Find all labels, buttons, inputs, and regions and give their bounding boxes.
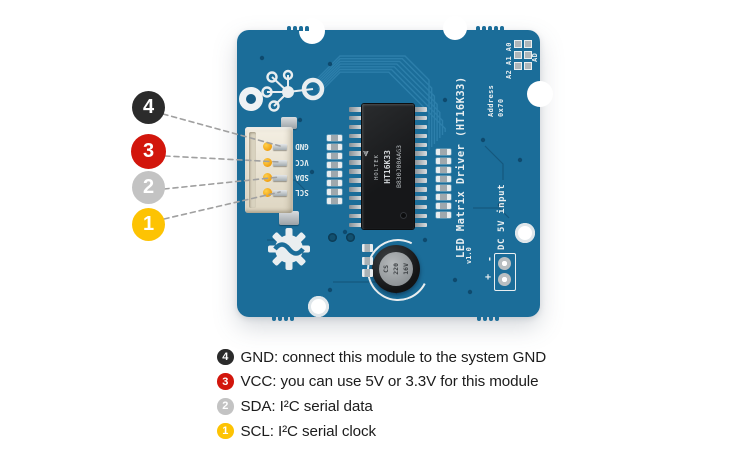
address-jumper-pads — [514, 40, 532, 70]
leader-line-vcc — [164, 155, 281, 163]
pin-dot-sda — [263, 173, 272, 182]
legend-row-vcc: 3 VCC: you can use 5V or 3.3V for this m… — [217, 373, 546, 391]
molecule-logo-icon — [261, 69, 325, 112]
via-pad — [346, 233, 355, 242]
callout-circle-sda: 2 — [132, 171, 165, 204]
connector-slot — [249, 132, 256, 208]
legend-row-gnd: 4 GND: connect this module to the system… — [217, 348, 546, 366]
legend-row-scl: 1 SCL: I²C serial clock — [217, 422, 546, 440]
legend-text-vcc: VCC: you can use 5V or 3.3V for this mod… — [240, 373, 539, 391]
mounting-hole-bottom — [308, 296, 329, 317]
jumper-a2 — [514, 62, 532, 70]
leader-line-sda — [163, 176, 281, 190]
pin-dot-scl — [263, 188, 272, 197]
legend-row-sda: 2 SDA: I²C serial data — [217, 397, 546, 415]
chip-pin1-dot — [400, 212, 407, 219]
legend-badge-scl: 1 — [217, 422, 234, 440]
mounting-notch-top-left — [299, 18, 325, 44]
capacitor-top: CS 220 16V — [379, 252, 413, 286]
callout-circle-vcc: 3 — [131, 134, 166, 169]
castellation-bottom-left — [272, 316, 294, 321]
legend-badge-vcc: 3 — [217, 373, 234, 390]
pcb-traces-graphic — [255, 55, 523, 295]
connector-clip-top — [281, 117, 297, 129]
legend-text-gnd: GND: connect this module to the system G… — [240, 348, 547, 366]
connector-clip-bottom — [279, 211, 299, 225]
gear-logo-icon — [268, 228, 310, 270]
callout-circle-scl: 1 — [132, 208, 165, 241]
dc-pad-plus — [498, 273, 511, 286]
ht16k33-chip: HOLTEK HT16K33 B830J00AAG3 — [362, 104, 414, 229]
mounting-notch-top-right — [443, 16, 467, 40]
legend-badge-sda: 2 — [217, 398, 234, 415]
mounting-hole-right-lower — [515, 223, 535, 243]
pin-legend: 4 GND: connect this module to the system… — [217, 348, 546, 447]
via-pad — [328, 233, 337, 242]
pin-dot-vcc — [263, 158, 272, 167]
power-plus-sign: + — [485, 272, 492, 283]
connector-pin-sda — [263, 173, 287, 182]
mounting-ring-left — [239, 87, 263, 111]
chip-pins-right — [414, 107, 427, 228]
leader-line-gnd — [162, 113, 281, 147]
electrolytic-capacitor: CS 220 16V — [372, 245, 420, 293]
leader-line-scl — [163, 191, 281, 220]
connector-pin-vcc — [263, 158, 287, 167]
jumper-a1 — [514, 51, 532, 59]
chip-pins-left — [349, 107, 362, 228]
dc-input-pads — [494, 253, 516, 291]
resistor-bank-left — [327, 135, 342, 204]
castellation-top-right — [476, 26, 504, 31]
legend-text-sda: SDA: I²C serial data — [240, 397, 373, 415]
mounting-notch-right — [527, 81, 553, 107]
castellation-top-left — [287, 26, 309, 31]
resistor-bank-right — [436, 149, 451, 218]
legend-text-scl: SCL: I²C serial clock — [240, 422, 377, 440]
pin-dot-gnd — [263, 142, 272, 151]
pcb-board: GND VCC SDA SCL HOLTEK HT16K33 B830J00AA… — [237, 16, 553, 321]
dc-pad-minus — [498, 257, 511, 270]
smd-components — [362, 244, 373, 277]
jumper-a0 — [514, 40, 532, 48]
castellation-bottom-right — [477, 316, 499, 321]
callout-circle-gnd: 4 — [132, 91, 165, 124]
legend-badge-gnd: 4 — [217, 348, 234, 366]
